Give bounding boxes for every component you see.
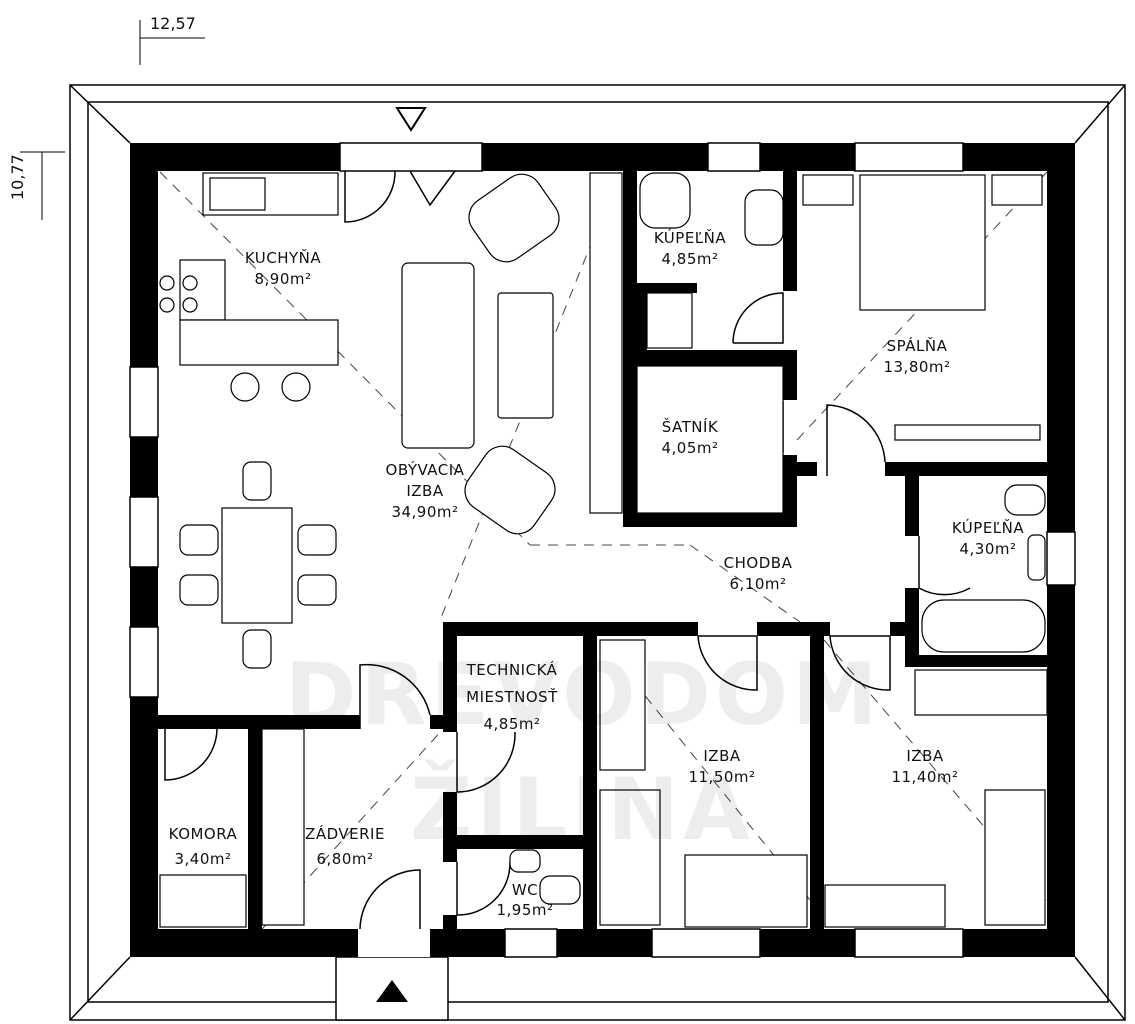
room-area: 3,40m² — [174, 850, 232, 868]
room-area: 13,80m² — [883, 358, 951, 376]
walls — [130, 143, 1075, 957]
furniture — [159, 172, 1048, 928]
room-name: ŠATNÍK — [661, 418, 719, 436]
room-label-bedroom: SPÁLŇA 13,80m² — [883, 336, 950, 378]
room-label-living: OBÝVACIA IZBA 34,90m² — [386, 460, 465, 523]
room-label-bathroom-1: KÚPEĽŇA 4,85m² — [654, 228, 726, 270]
roof-outline — [69, 84, 1126, 1021]
room-label-pantry: KOMORA 3,40m² — [169, 822, 238, 872]
room-name: IZBA — [906, 747, 944, 765]
room-area: 8,90m² — [254, 270, 312, 288]
room-label-hallway: CHODBA 6,10m² — [724, 553, 793, 595]
room-area: 4,85m² — [483, 715, 541, 733]
room-area: 4,30m² — [959, 540, 1017, 558]
room-label-entrance-hall: ZÁDVERIE 6,80m² — [305, 822, 385, 872]
room-name: OBÝVACIA — [385, 461, 465, 479]
watermark-line1: DREVODOM — [285, 645, 882, 745]
room-label-technical: TECHNICKÁ MIESTNOSŤ 4,85m² — [466, 657, 558, 738]
room-label-kitchen: KUCHYŇA 8,90m² — [245, 248, 321, 290]
room-name: WC — [511, 881, 539, 899]
width-dimension: 12,57 — [150, 14, 196, 33]
room-area: 1,95m² — [496, 901, 554, 919]
entry-arrow-icon — [376, 980, 408, 1002]
room-name: IZBA — [406, 482, 444, 500]
room-name: KÚPEĽŇA — [951, 519, 1025, 537]
room-area: 6,80m² — [316, 850, 374, 868]
room-name: IZBA — [703, 747, 741, 765]
room-label-wc: WC 1,95m² — [496, 880, 553, 920]
room-name: KOMORA — [168, 825, 238, 843]
room-area: 11,50m² — [688, 768, 756, 786]
room-name: KUCHYŇA — [244, 249, 322, 267]
dimension-marks — [20, 20, 205, 220]
room-label-room-1: IZBA 11,50m² — [688, 746, 755, 788]
room-area: 11,40m² — [891, 768, 959, 786]
room-area: 4,05m² — [661, 439, 719, 457]
room-label-room-2: IZBA 11,40m² — [891, 746, 958, 788]
room-area: 34,90m² — [391, 503, 459, 521]
depth-dimension: 10,77 — [8, 154, 27, 200]
watermark-line2: ŽILINA — [410, 760, 754, 860]
room-name: ZÁDVERIE — [305, 825, 385, 843]
room-label-wardrobe: ŠATNÍK 4,05m² — [661, 417, 718, 459]
room-label-bathroom-2: KÚPEĽŇA 4,30m² — [952, 518, 1024, 560]
room-name: MIESTNOSŤ — [466, 688, 558, 706]
room-name: SPÁLŇA — [886, 337, 948, 355]
room-name: CHODBA — [723, 554, 793, 572]
room-area: 6,10m² — [729, 575, 787, 593]
room-area: 4,85m² — [661, 250, 719, 268]
garden-entry-arrow-icon — [395, 107, 427, 132]
room-name: TECHNICKÁ — [466, 661, 558, 679]
room-name: KÚPEĽŇA — [653, 229, 727, 247]
windows — [129, 142, 1076, 958]
